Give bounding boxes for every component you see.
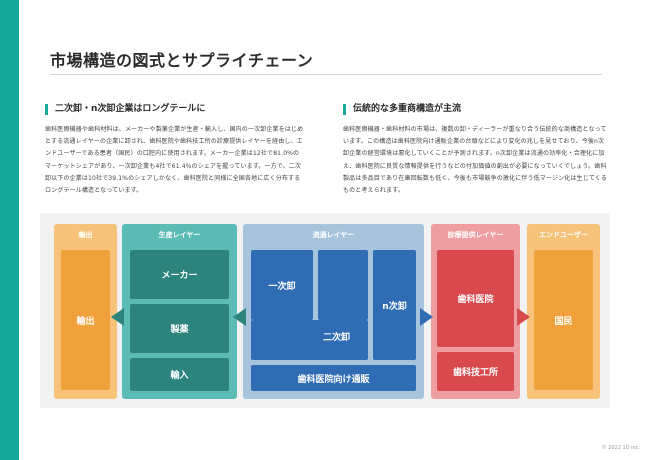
- primary-wholesale-box: 一次卸: [251, 250, 313, 320]
- import-goods-box: 輸入: [130, 358, 229, 391]
- distribution-layer: 流通レイヤー 一次卸 二次卸 n次卸 歯科医院向け通販: [243, 224, 424, 399]
- production-layer-label: 生産レイヤー: [158, 231, 201, 239]
- page-title: 市場構造の図式とサプライチェーン: [50, 51, 314, 70]
- clinic-layer: 診療提供レイヤー 歯科医院 歯科技工所: [431, 224, 520, 399]
- right-section-heading: 伝統的な多重商構造が主流: [343, 104, 608, 115]
- import-layer: 輸出 輸出: [54, 224, 117, 399]
- enduser-layer: エンドユーザー 国民: [527, 224, 600, 399]
- online-store-box: 歯科医院向け通販: [251, 365, 416, 391]
- left-section-heading: 二次卸・n次卸企業はロングテールに: [45, 104, 305, 115]
- maker-box: メーカー: [130, 250, 229, 299]
- arrow-to-import: [111, 308, 124, 326]
- supply-chain-diagram: 輸出 輸出 生産レイヤー メーカー 製薬 輸入 流通レイヤー 一次卸 二次卸 n…: [40, 213, 610, 408]
- secondary-wholesale-upper: [318, 250, 368, 320]
- dental-clinic-box: 歯科医院: [437, 250, 514, 347]
- arrow-production-to-distribution: [233, 308, 246, 326]
- nth-wholesale-box: n次卸: [373, 250, 416, 360]
- secondary-wholesale-label: 二次卸: [323, 333, 351, 343]
- pharma-box: 製薬: [130, 304, 229, 353]
- secondary-wholesale-box: 二次卸: [251, 320, 368, 360]
- enduser-layer-label: エンドユーザー: [539, 231, 588, 239]
- title-divider: [50, 74, 602, 75]
- arrow-distribution-to-clinic: [420, 308, 433, 326]
- right-column: 伝統的な多重商構造が主流 歯科医療機器・歯科材料の市場は、複数の卸・ディーラーが…: [343, 104, 608, 197]
- arrow-clinic-to-enduser: [517, 308, 530, 326]
- left-section-body: 歯科医療機器や歯科材料は、メーカーや製薬企業が生産・輸入し、国内の一次卸企業をは…: [45, 126, 304, 195]
- distribution-layer-label: 流通レイヤー: [312, 231, 355, 239]
- citizen-box: 国民: [534, 250, 593, 390]
- dental-lab-box: 歯科技工所: [437, 352, 514, 391]
- left-column: 二次卸・n次卸企業はロングテールに 歯科医療機器や歯科材料は、メーカーや製薬企業…: [45, 104, 305, 197]
- production-layer: 生産レイヤー メーカー 製薬 輸入: [122, 224, 237, 399]
- import-box: 輸出: [61, 250, 110, 390]
- import-layer-label: 輸出: [78, 231, 93, 239]
- side-accent-bar: [0, 0, 19, 460]
- clinic-layer-label: 診療提供レイヤー: [447, 231, 504, 239]
- copyright: © 2022 1D inc.: [601, 445, 640, 451]
- right-section-body: 歯科医療機器・歯科材料の市場は、複数の卸・ディーラーが重なり合う伝統的な商構造と…: [343, 126, 607, 195]
